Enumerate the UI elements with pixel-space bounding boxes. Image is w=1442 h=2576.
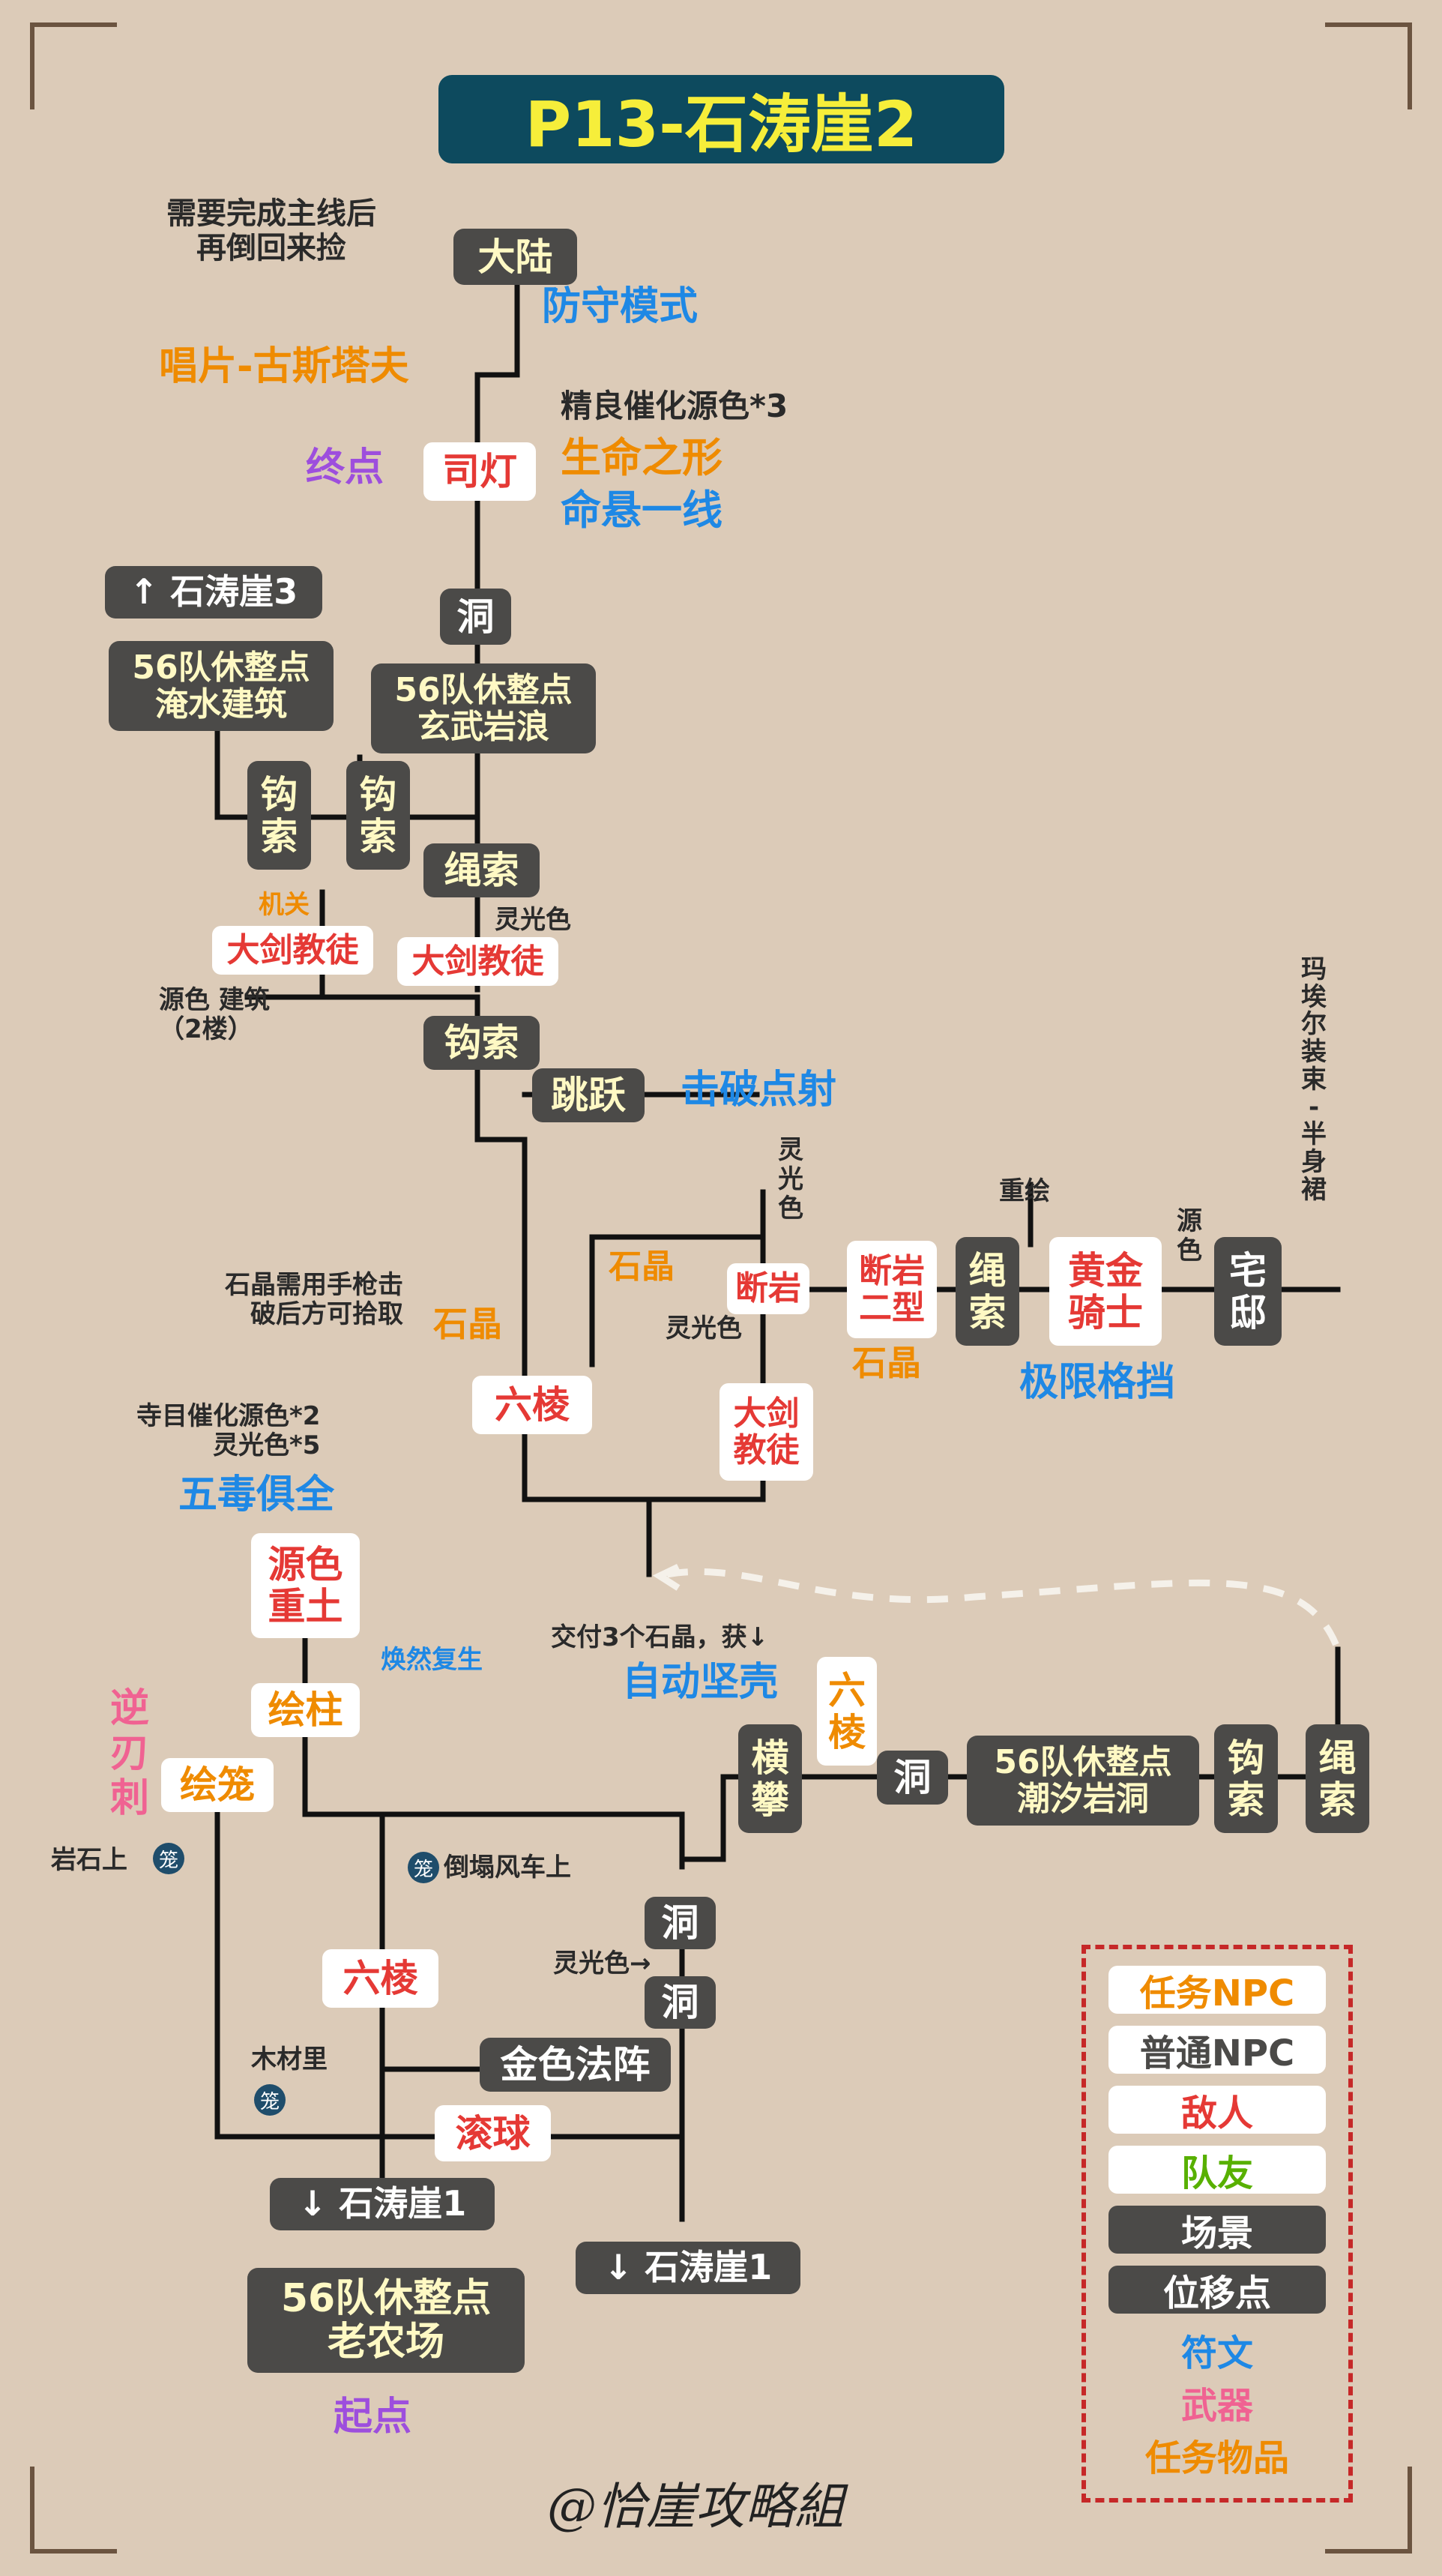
endpoint-zhongdian: 终点	[306, 445, 384, 490]
label-yuanse-v: 源 色	[1177, 1206, 1202, 1266]
node-gousuo-d: 钩 索	[1214, 1724, 1278, 1833]
node-jinse-fazhen: 金色法阵	[480, 2038, 671, 2092]
label-dafengche: 倒塌风车上	[444, 1853, 571, 1883]
node-dajian-b: 大剑教徒	[397, 937, 558, 986]
label-mucai: 木材里	[251, 2044, 328, 2074]
rune-huanran: 焕然复生	[381, 1645, 483, 1675]
node-liuleng-c: 六棱	[322, 1949, 438, 2008]
node-rest-yanshui: 56队休整点 淹水建筑	[109, 641, 334, 731]
page-title: P13-石涛崖2	[438, 75, 1004, 163]
cage-icon-fengche: 笼	[408, 1852, 439, 1883]
node-tiaoyue: 跳跃	[532, 1068, 645, 1122]
node-gousuo-c: 钩索	[423, 1016, 540, 1070]
node-liuleng-b: 六 棱	[817, 1657, 877, 1766]
item-shijing-b: 石晶	[433, 1304, 502, 1344]
rune-zidong: 自动坚壳	[622, 1660, 779, 1705]
node-huizhu: 绘柱	[251, 1683, 360, 1737]
label-shijing-note: 石晶需用手枪击 破后方可拾取	[225, 1270, 403, 1330]
corner-ornament-tl	[30, 22, 117, 109]
label-lingguang-c: 灵光色→	[553, 1948, 651, 1978]
node-down-stc1-b: ↓ 石涛崖1	[576, 2242, 800, 2294]
legend-quest-item: 任务物品	[1144, 2437, 1289, 2479]
node-yuanse-chongtu: 源色 重土	[251, 1533, 360, 1638]
legend-move-point: 位移点	[1108, 2266, 1326, 2314]
node-shengsuo-c: 绳 索	[1306, 1724, 1369, 1833]
label-jingliang: 精良催化源色*3	[561, 388, 788, 424]
node-rest-chaoxi: 56队休整点 潮汐岩洞	[967, 1736, 1199, 1826]
record-changpian: 唱片-古斯塔夫	[159, 344, 409, 389]
legend-quest-npc: 任务NPC	[1108, 1966, 1326, 2014]
endpoint-qidian: 起点	[334, 2395, 412, 2440]
item-shijing-c: 石晶	[852, 1343, 921, 1383]
cage-icon-yanshi: 笼	[153, 1843, 184, 1874]
node-duanyan2: 断岩 二型	[847, 1241, 937, 1338]
legend: 任务NPC 普通NPC 敌人 队友 场景 位移点 符文 武器 任务物品	[1082, 1945, 1353, 2503]
node-dong-b: 洞	[645, 1976, 716, 2029]
node-dong-a: 洞	[645, 1897, 716, 1949]
node-down-stc1-a: ↓ 石涛崖1	[270, 2178, 495, 2230]
label-lingguang-b: 灵光色	[666, 1313, 742, 1343]
node-sideng: 司灯	[423, 442, 536, 501]
item-shengming: 生命之形	[561, 434, 722, 481]
label-jiguan: 机关	[259, 890, 310, 920]
node-shengsuo-a: 绳索	[423, 843, 540, 897]
legend-scene: 场景	[1108, 2206, 1326, 2254]
label-yanshi: 岩石上	[51, 1845, 127, 1875]
node-huilong: 绘笼	[161, 1758, 274, 1812]
node-up-stc3: ↑ 石涛崖3	[105, 566, 322, 619]
node-rest-xuanwu: 56队休整点 玄武岩浪	[371, 663, 596, 753]
legend-rune: 符文	[1180, 2332, 1253, 2374]
label-mayier: 玛 埃 尔 装 束 - 半 身 裙	[1301, 954, 1327, 1205]
label-lingguang-a: 灵光色	[495, 905, 571, 935]
cage-icon-mucai: 笼	[254, 2084, 286, 2116]
rune-minggua: 命悬一线	[561, 487, 722, 534]
legend-normal-npc: 普通NPC	[1108, 2026, 1326, 2074]
node-dong-top: 洞	[440, 589, 511, 645]
legend-weapon: 武器	[1180, 2385, 1253, 2427]
item-shijing-a: 石晶	[609, 1248, 675, 1286]
label-lingguang-v: 灵 光 色	[778, 1135, 803, 1224]
node-duanyan: 断岩	[727, 1263, 809, 1314]
node-gousuo-a: 钩 索	[247, 761, 311, 870]
rune-fangshou: 防守模式	[542, 284, 699, 329]
corner-ornament-bl	[30, 2467, 117, 2554]
legend-ally: 队友	[1108, 2146, 1326, 2194]
node-dong-mid: 洞	[877, 1751, 948, 1805]
node-liuleng-a: 六棱	[472, 1376, 592, 1434]
corner-ornament-tr	[1325, 22, 1412, 109]
rune-jixian: 极限格挡	[1019, 1360, 1176, 1405]
label-simu: 寺目催化源色*2 灵光色*5	[136, 1401, 321, 1461]
rune-wudu: 五毒俱全	[178, 1472, 335, 1517]
node-shengsuo-b: 绳 索	[956, 1237, 1019, 1346]
legend-enemy: 敌人	[1108, 2086, 1326, 2134]
node-zhaidi: 宅 邸	[1214, 1237, 1282, 1346]
node-gunqiu: 滚球	[435, 2105, 551, 2161]
node-dalu: 大陆	[453, 229, 577, 285]
label-yuanse-jianzhu: 源色 建筑 （2楼）	[159, 985, 270, 1045]
label-need-main: 需要完成主线后 再倒回来捡	[166, 196, 376, 265]
node-huangjin: 黄金 骑士	[1049, 1237, 1162, 1346]
node-rest-laonong: 56队休整点 老农场	[247, 2268, 525, 2373]
node-hengpan: 横 攀	[738, 1724, 802, 1833]
corner-ornament-br	[1325, 2467, 1412, 2554]
node-dajian-c: 大剑 教徒	[720, 1383, 813, 1481]
author-signature: @恰崖攻略組	[547, 2478, 844, 2536]
node-dajian-a: 大剑教徒	[212, 926, 373, 975]
label-jiaofu: 交付3个石晶，获↓	[551, 1622, 769, 1652]
label-chonghui: 重绘	[999, 1176, 1050, 1206]
weapon-nirenci: 逆 刃 刺	[109, 1686, 149, 1821]
rune-jipo: 击破点射	[681, 1068, 837, 1113]
node-gousuo-b: 钩 索	[346, 761, 410, 870]
